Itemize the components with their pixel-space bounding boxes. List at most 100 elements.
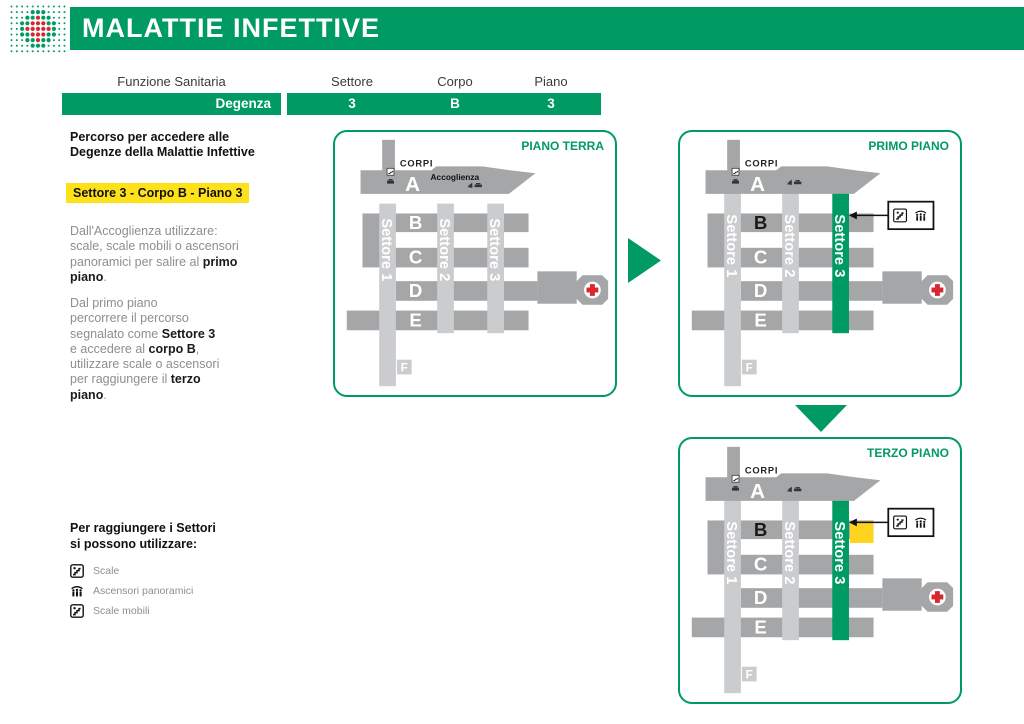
stairs-mini-icon xyxy=(732,486,739,491)
accoglienza-escalator-mini-icon xyxy=(474,183,482,188)
sector-1-label: Settore 1 xyxy=(378,218,394,281)
corpo-e-letter: E xyxy=(754,616,766,637)
corpi-label: CORPI xyxy=(400,158,433,168)
sector-1-label: Settore 1 xyxy=(723,521,739,584)
corpo-e-letter: E xyxy=(409,309,421,330)
legend-label-escalators: Scale mobili xyxy=(93,605,150,617)
callout-stairs-icon xyxy=(893,208,908,223)
west-wing-block xyxy=(707,520,726,575)
west-wing-block xyxy=(362,213,381,268)
callout-stairs-icon xyxy=(893,515,908,530)
step1-text: Dall'Accoglienza utilizzare: scale, scal… xyxy=(70,224,239,269)
corpo-a-letter: A xyxy=(750,480,765,503)
route-step-1-paragraph: Dall'Accoglienza utilizzare: scale, scal… xyxy=(70,224,258,285)
destination-room-highlight xyxy=(849,521,874,544)
corpo-d-letter: D xyxy=(754,280,767,301)
corpi-label: CORPI xyxy=(745,158,778,168)
corpo-f-block xyxy=(741,666,757,682)
legend-label-panoramic-elevators: Ascensori panoramici xyxy=(93,585,194,597)
corpo-c-letter: C xyxy=(754,247,767,268)
legend-item-stairs: Scale xyxy=(70,564,119,578)
sector-1-path xyxy=(724,192,741,387)
page-title: MALATTIE INFETTIVE xyxy=(82,13,380,43)
escalator-mini-icon xyxy=(731,167,740,176)
sector-2-label: Settore 2 xyxy=(781,521,797,584)
sector-3-label: Settore 3 xyxy=(831,214,847,277)
floor-value: 3 xyxy=(547,96,555,111)
step1-bold-primo-piano: primo piano xyxy=(70,254,238,284)
piano-terra-plan: CORPI A Accoglienza B C D E F Settore 1 … xyxy=(346,139,609,387)
red-cross-icon xyxy=(931,591,944,603)
sector-2-path xyxy=(437,203,454,334)
step1-period: . xyxy=(103,269,107,284)
corpo-f-block xyxy=(741,359,757,375)
east-corridor xyxy=(537,271,577,304)
sector-2-path xyxy=(782,499,799,641)
body-column-label: Corpo xyxy=(437,74,473,89)
red-cross-icon xyxy=(931,284,944,296)
corpi-label: CORPI xyxy=(745,465,778,475)
step2-text-a: Dal primo piano percorrere il percorso s… xyxy=(70,296,189,341)
callout-arrowhead xyxy=(848,211,857,220)
sector-1-path xyxy=(379,203,396,387)
corpo-a-letter: A xyxy=(750,173,765,196)
location-values-bar: 3 B 3 xyxy=(287,93,601,115)
stairs-mini-icon xyxy=(387,179,394,184)
west-wing-block xyxy=(707,213,726,268)
stairs-icon xyxy=(70,564,84,578)
route-intro-text: Percorso per accedere alle Degenze della… xyxy=(70,130,255,160)
red-cross-icon xyxy=(586,284,599,296)
corpo-c-letter: C xyxy=(409,247,422,268)
corpo-e-letter: E xyxy=(754,309,766,330)
floor-column-label: Piano xyxy=(534,74,568,89)
legend-item-escalators: Scale mobili xyxy=(70,604,150,618)
destination-highlight: Settore 3 - Corpo B - Piano 3 xyxy=(66,183,250,203)
map-title-terzo-piano: TERZO PIANO xyxy=(866,446,949,460)
escalator-mini-icon xyxy=(731,474,740,483)
corpo-c-block xyxy=(724,247,874,268)
sector-2-path xyxy=(782,192,799,334)
step2-bold-terzo-piano: terzo piano xyxy=(70,372,201,402)
primo-piano-plan: CORPI A B C D E F Settore 1 Settore 2 Se… xyxy=(691,139,954,387)
next-step-right-arrow xyxy=(628,238,661,283)
corpo-d-letter: D xyxy=(754,587,767,608)
corpo-a-letter: A xyxy=(405,173,420,196)
sector-column-label: Settore xyxy=(331,74,373,89)
east-corridor xyxy=(882,578,922,611)
sector-3-highlighted-path xyxy=(832,192,849,334)
function-value: Degenza xyxy=(215,96,271,111)
step2-text-c: , utilizzare scale o ascensori per raggi… xyxy=(70,341,220,387)
function-value-bar: Degenza xyxy=(62,93,281,115)
corpo-a-block xyxy=(705,166,881,194)
corpo-f-letter: F xyxy=(746,361,753,374)
escalator-mini-icon xyxy=(386,167,395,176)
sector-1-label: Settore 1 xyxy=(723,214,739,277)
north-wing-stub xyxy=(727,446,740,481)
east-corridor xyxy=(882,271,922,304)
corpo-f-letter: F xyxy=(401,361,408,374)
accoglienza-label: Accoglienza xyxy=(431,172,480,182)
callout-panoramic-elevators-icon xyxy=(915,517,927,528)
hall-escalator-mini-icon xyxy=(793,487,802,492)
step2-bold-settore-3: Settore 3 xyxy=(161,326,216,341)
step2-period: . xyxy=(103,387,107,402)
legend-item-panoramic-elevators: Ascensori panoramici xyxy=(70,584,193,598)
corpo-c-block xyxy=(724,554,874,575)
corpo-f-block xyxy=(396,359,412,375)
corpo-b-letter: B xyxy=(409,212,422,233)
sector-3-label: Settore 3 xyxy=(831,521,847,584)
north-wing-stub xyxy=(727,139,740,174)
map-title-piano-terra: PIANO TERRA xyxy=(521,139,604,153)
hospital-dots-logo xyxy=(10,5,66,53)
sector-3-path xyxy=(487,203,504,334)
title-bar: MALATTIE INFETTIVE xyxy=(70,7,1024,50)
step2-text-b: e accedere al xyxy=(70,341,146,356)
sector-3-highlighted-path xyxy=(832,499,849,641)
floor-map-primo-piano: PRIMO PIANO CORPI A xyxy=(678,130,962,397)
sector-2-label: Settore 2 xyxy=(781,214,797,277)
sector-value: 3 xyxy=(348,96,356,111)
sector-3-label: Settore 3 xyxy=(486,218,502,281)
route-step-2-paragraph: Dal primo piano percorrere il percorso s… xyxy=(70,296,258,403)
corpo-d-letter: D xyxy=(409,280,422,301)
